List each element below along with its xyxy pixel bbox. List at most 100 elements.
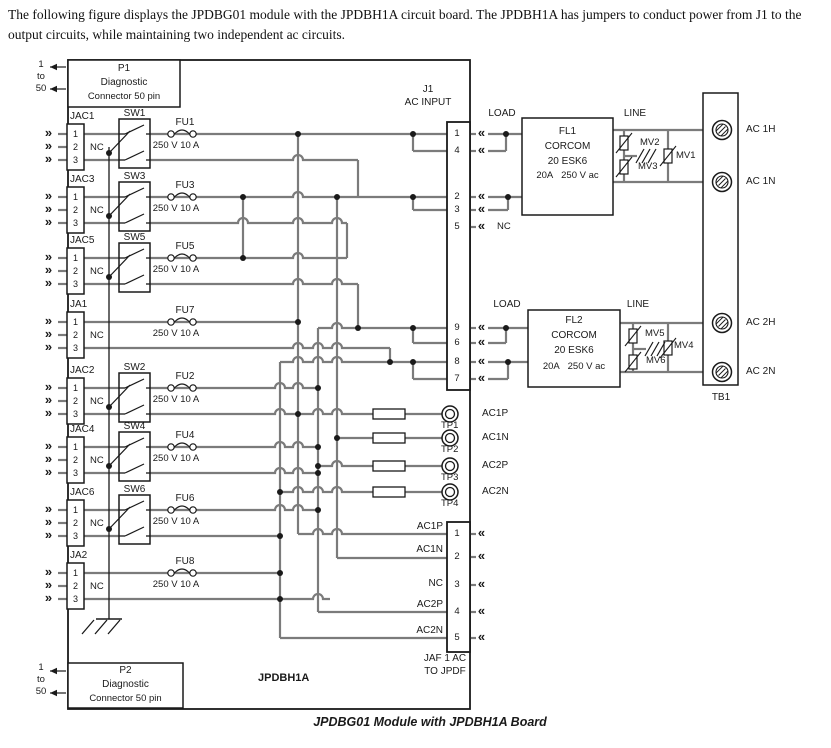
- fl2-rating: 20A 250 V ac: [542, 361, 606, 372]
- j1-title: J1: [422, 84, 434, 95]
- j1-pin-number: 7: [454, 373, 460, 384]
- chevron-out-icon: »: [44, 214, 53, 229]
- connector-pin-1: 1: [72, 317, 78, 327]
- p1-line3: Connector 50 pin: [87, 91, 161, 102]
- chevron-out-icon: »: [44, 326, 53, 341]
- chevron-out-icon: »: [44, 438, 53, 453]
- chevron-in-icon: «: [477, 370, 486, 385]
- connector-pin-1: 1: [72, 442, 78, 452]
- chevron-in-icon: «: [477, 525, 486, 540]
- mv5-label: MV5: [645, 328, 665, 339]
- jaf1-pin-number: 1: [454, 528, 460, 539]
- connector-label: JAC5: [70, 235, 95, 246]
- connector-pin-2: 2: [72, 455, 78, 465]
- j1-pin-number: 3: [454, 204, 460, 215]
- mv6-label: MV6: [646, 355, 666, 366]
- connector-pin-3: 3: [72, 279, 78, 289]
- fl1-load-label: LOAD: [488, 108, 516, 119]
- p2-range-top: 1: [38, 662, 44, 673]
- p2-title: P2: [119, 665, 132, 676]
- figure-intro-text: The following figure displays the JPDBG0…: [8, 7, 802, 42]
- p1-line2: Diagnostic: [100, 77, 148, 88]
- j1-pin-number: 5: [454, 221, 460, 232]
- fuse-label: FU2: [175, 371, 195, 382]
- fuse-label: FU1: [175, 117, 195, 128]
- p2-range-mid: to: [37, 674, 45, 685]
- connector-label: JAC3: [70, 174, 95, 185]
- connector-label: JAC4: [70, 424, 95, 435]
- p2-line2: Diagnostic: [102, 679, 149, 690]
- j1-subtitle: AC INPUT: [404, 97, 452, 108]
- j1-pin-number: 4: [454, 145, 460, 156]
- circuit-row: JAC3 1 2 3 NC SW3 FU3 250 V 10 A: [0, 171, 470, 233]
- j1-pin-number: 1: [454, 128, 460, 139]
- testpoint-signal-label: AC1N: [482, 432, 509, 443]
- j1-pin-number: 6: [454, 337, 460, 348]
- connector-label: JA1: [70, 299, 88, 310]
- connector-pin-1: 1: [72, 253, 78, 263]
- chevron-in-icon: «: [477, 188, 486, 203]
- fuse-label: FU8: [175, 556, 195, 567]
- nc-label: NC: [90, 455, 104, 466]
- circuit-row: JAC6 1 2 3 NC SW6 FU6 250 V 10 A: [0, 484, 470, 546]
- jaf1-pin-number: 2: [454, 551, 460, 562]
- chevron-out-icon: »: [44, 201, 53, 216]
- p1-range-bottom: 50: [35, 83, 47, 94]
- circuit-row: JA2 1 2 3 NC FU8 250 V 10 A: [0, 547, 470, 609]
- chevron-out-icon: »: [44, 590, 53, 605]
- jaf1-destination: TO JPDF: [424, 666, 466, 677]
- connector-label: JA2: [70, 550, 88, 561]
- connector-pin-3: 3: [72, 343, 78, 353]
- fuse-rating: 250 V 10 A: [152, 453, 200, 464]
- fuse-rating: 250 V 10 A: [152, 328, 200, 339]
- chevron-in-icon: «: [477, 218, 486, 233]
- connector-pin-2: 2: [72, 581, 78, 591]
- chevron-out-icon: »: [44, 313, 53, 328]
- figure-caption: JPDBG01 Module with JPDBH1A Board: [313, 715, 547, 729]
- fuse-label: FU3: [175, 180, 195, 191]
- fuse-label: FU7: [175, 305, 195, 316]
- chevron-out-icon: »: [44, 451, 53, 466]
- fuse-label: FU6: [175, 493, 195, 504]
- fuse-rating: 250 V 10 A: [152, 203, 200, 214]
- fuse-rating: 250 V 10 A: [152, 140, 200, 151]
- tb1-terminal-ac2h: AC 2H: [746, 317, 776, 328]
- nc-label: NC: [90, 266, 104, 277]
- testpoint-label: TP4: [441, 498, 459, 509]
- jaf1-signal-label: AC1P: [416, 521, 443, 532]
- chevron-out-icon: »: [44, 527, 53, 542]
- mv3-label: MV3: [638, 161, 658, 172]
- chevron-out-icon: »: [44, 405, 53, 420]
- chevron-in-icon: «: [477, 629, 486, 644]
- connector-pin-2: 2: [72, 330, 78, 340]
- chevron-in-icon: «: [477, 334, 486, 349]
- testpoint-signal-label: AC2N: [482, 486, 509, 497]
- connector-pin-1: 1: [72, 568, 78, 578]
- chevron-out-icon: »: [44, 188, 53, 203]
- switch-label: SW3: [123, 171, 146, 182]
- nc-label: NC: [90, 205, 104, 216]
- chevron-out-icon: »: [44, 577, 53, 592]
- fuse-label: FU4: [175, 430, 195, 441]
- chevron-in-icon: «: [477, 576, 486, 591]
- chevron-out-icon: »: [44, 379, 53, 394]
- j1-pin-number: 8: [454, 356, 460, 367]
- jaf1-pin-number: 4: [454, 606, 460, 617]
- fl2-brand: CORCOM: [551, 330, 597, 341]
- connector-pin-2: 2: [72, 396, 78, 406]
- connector-pin-2: 2: [72, 205, 78, 215]
- fuse-label: FU5: [175, 241, 195, 252]
- fl1-line-label: LINE: [623, 108, 647, 119]
- tb1-name: TB1: [711, 392, 731, 403]
- testpoint-signal-label: AC2P: [482, 460, 509, 471]
- chevron-out-icon: »: [44, 392, 53, 407]
- connector-pin-1: 1: [72, 129, 78, 139]
- fl2-name: FL2: [565, 315, 583, 326]
- jaf1-signal-label: AC2N: [416, 625, 443, 636]
- nc-label: NC: [90, 581, 104, 592]
- p1-range-top: 1: [38, 59, 44, 70]
- chevron-out-icon: »: [44, 275, 53, 290]
- chevron-out-icon: »: [44, 501, 53, 516]
